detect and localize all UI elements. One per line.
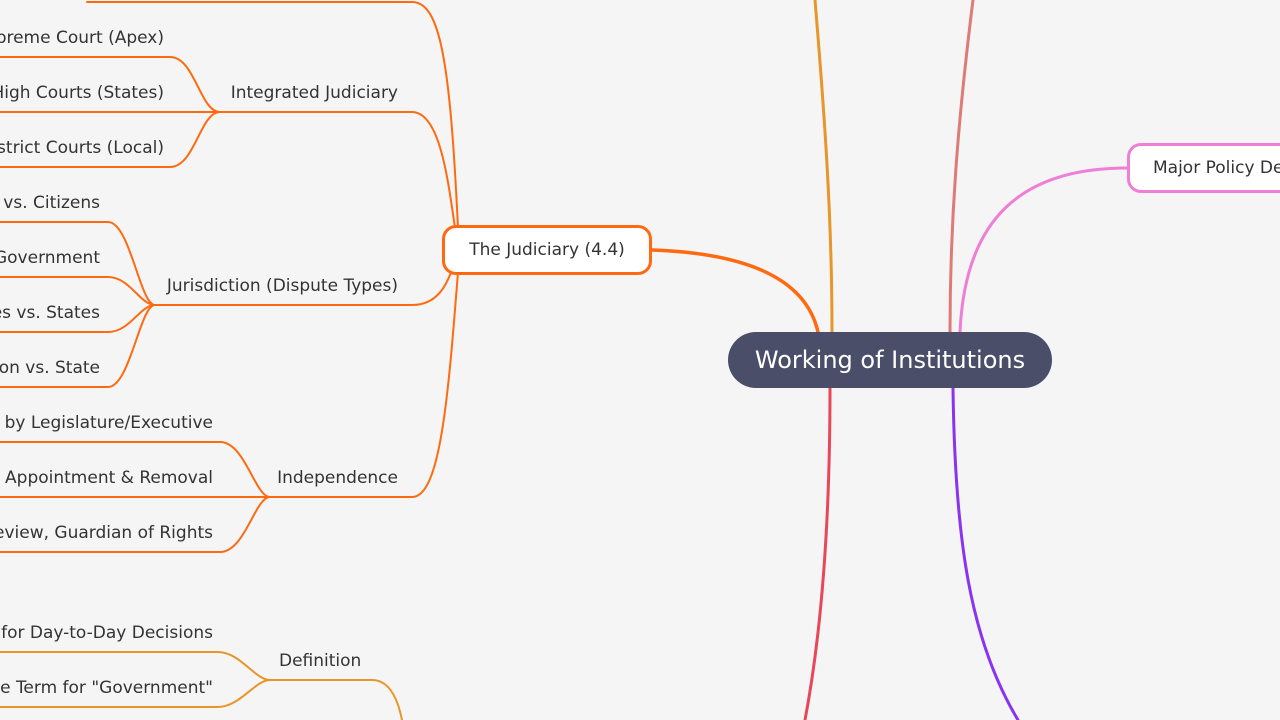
leaf-high-courts[interactable]: High Courts (States) xyxy=(0,83,164,103)
leaf-jurisdiction-1[interactable]: s vs. Citizens xyxy=(0,193,100,213)
leaf-district-courts[interactable]: District Courts (Local) xyxy=(0,138,164,158)
node-judiciary[interactable]: The Judiciary (4.4) xyxy=(442,225,652,275)
branch-integrated-judiciary[interactable]: Integrated Judiciary xyxy=(231,83,398,103)
leaf-independence-1[interactable]: d by Legislature/Executive xyxy=(0,413,213,433)
central-topic[interactable]: Working of Institutions xyxy=(728,332,1052,388)
branch-judiciary xyxy=(650,248,820,334)
leaf-independence-3[interactable]: eview, Guardian of Rights xyxy=(0,523,213,543)
leaf-definition-1[interactable]: s for Day-to-Day Decisions xyxy=(0,623,213,643)
branch-jurisdiction[interactable]: Jurisdiction (Dispute Types) xyxy=(166,276,398,296)
node-major-policy[interactable]: Major Policy De xyxy=(1127,143,1280,193)
leaf-jurisdiction-2[interactable]: Government xyxy=(0,248,100,268)
leaf-definition-2[interactable]: e Term for "Government" xyxy=(0,678,213,698)
branch-purple xyxy=(951,386,1020,720)
branch-definition[interactable]: Definition xyxy=(279,651,361,671)
leaf-independence-2[interactable]: s Appointment & Removal xyxy=(0,468,213,488)
branch-red xyxy=(803,386,832,720)
leaf-jurisdiction-3[interactable]: es vs. States xyxy=(0,303,100,323)
branch-salmon xyxy=(948,0,975,334)
branch-pink xyxy=(958,166,1129,334)
branch-independence[interactable]: Independence xyxy=(277,468,398,488)
leaf-supreme-court[interactable]: Supreme Court (Apex) xyxy=(0,28,164,48)
leaf-jurisdiction-4[interactable]: ion vs. State xyxy=(0,358,100,378)
branch-gold xyxy=(813,0,834,334)
